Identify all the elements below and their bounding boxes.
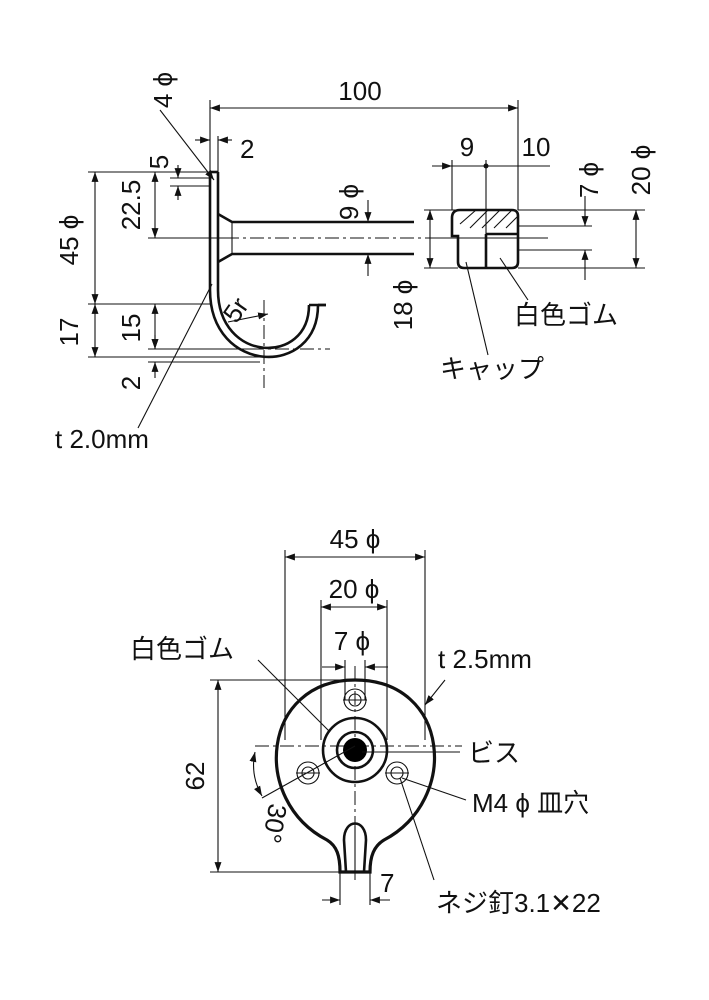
dim-15-text: 15 <box>116 314 146 343</box>
dim-7-text: 7 <box>380 868 394 898</box>
dim-45phi-bottom-text: 45 ϕ <box>330 524 381 554</box>
dim-20phi-bottom-text: 20 ϕ <box>329 574 380 604</box>
hanging-slot <box>342 822 368 873</box>
dim-100: 100 <box>209 76 519 210</box>
dim-2-bottom: 2 <box>116 335 260 390</box>
label-countersink: M4 ϕ 皿穴 <box>472 788 589 818</box>
countersink-holes <box>296 688 409 785</box>
dim-100-text: 100 <box>338 76 381 106</box>
dim-5-text: 5 <box>144 155 174 169</box>
dim-5: 5 <box>144 155 210 200</box>
dim-9phi-text: 9 ϕ <box>334 184 364 220</box>
dim-30deg: 30° <box>249 745 356 846</box>
center-hub <box>321 716 389 784</box>
hook-plate <box>208 170 220 290</box>
dim-5r-text: 5r <box>217 291 255 327</box>
dim-2-top: 2 <box>195 134 254 172</box>
dim-7phi-bottom-text: 7 ϕ <box>334 626 370 656</box>
label-white-rubber-bottom: 白色ゴム <box>130 634 234 664</box>
label-thickness-top: t 2.0mm <box>55 283 213 454</box>
label-screw: ビス <box>468 738 520 768</box>
end-cap <box>428 208 548 270</box>
label-thickness-bottom-group: t 2.5mm <box>424 644 532 706</box>
dim-2b-text: 2 <box>116 376 146 390</box>
side-view: 100 2 4 ϕ 5 45 ϕ <box>54 72 656 454</box>
dim-2-text: 2 <box>240 134 254 164</box>
dim-9-text: 9 <box>460 132 474 162</box>
label-white-rubber-top: 白色ゴム <box>514 300 618 330</box>
dim-18phi-text: 18 ϕ <box>388 280 418 331</box>
dim-4phi: 4 ϕ <box>148 72 215 181</box>
dim-45phi-bottom: 45 ϕ <box>284 524 426 740</box>
dim-17-text: 17 <box>54 318 84 347</box>
dim-20phi-top-text: 20 ϕ <box>626 145 656 196</box>
front-view: 45 ϕ 20 ϕ 7 ϕ 白色ゴム t 2.5mm <box>130 524 601 918</box>
dim-9-10: 9 10 <box>432 132 550 234</box>
label-rubber-cap: 白色ゴム キャップ <box>440 257 618 384</box>
dim-22-5: 22.5 <box>116 172 230 239</box>
label-countersink-group: M4 ϕ 皿穴 <box>401 777 589 818</box>
dim-15: 15 <box>116 303 250 350</box>
label-t25: t 2.5mm <box>438 644 532 674</box>
label-nail: ネジ釘3.1✕22 <box>436 888 601 918</box>
label-screw-group: ビス <box>362 738 520 768</box>
dim-10-text: 10 <box>522 132 551 162</box>
dim-45phi-text: 45 ϕ <box>54 215 84 266</box>
dim-7phi-top-text: 7 ϕ <box>574 162 604 198</box>
dim-7-slot: 7 <box>322 868 394 905</box>
dim-7phi-bottom: 7 ϕ <box>322 626 388 700</box>
dim-62-text: 62 <box>180 762 210 791</box>
dim-22-5-text: 22.5 <box>116 180 146 231</box>
label-cap: キャップ <box>440 354 544 384</box>
dim-4phi-text: 4 ϕ <box>148 72 178 108</box>
label-nail-group: ネジ釘3.1✕22 <box>399 777 601 918</box>
dim-9phi: 9 ϕ <box>334 184 372 276</box>
dim-7phi-20phi-top: 7 ϕ 20 ϕ <box>518 145 656 280</box>
dim-45phi-top: 45 ϕ <box>54 171 210 305</box>
label-t20: t 2.0mm <box>55 424 149 454</box>
dim-18phi: 18 ϕ <box>388 209 458 331</box>
dim-62: 62 <box>180 679 352 873</box>
label-white-rubber-bottom-group: 白色ゴム <box>130 634 331 733</box>
dim-20phi-bottom: 20 ϕ <box>320 574 388 740</box>
dim-30deg-text: 30° <box>257 802 293 846</box>
